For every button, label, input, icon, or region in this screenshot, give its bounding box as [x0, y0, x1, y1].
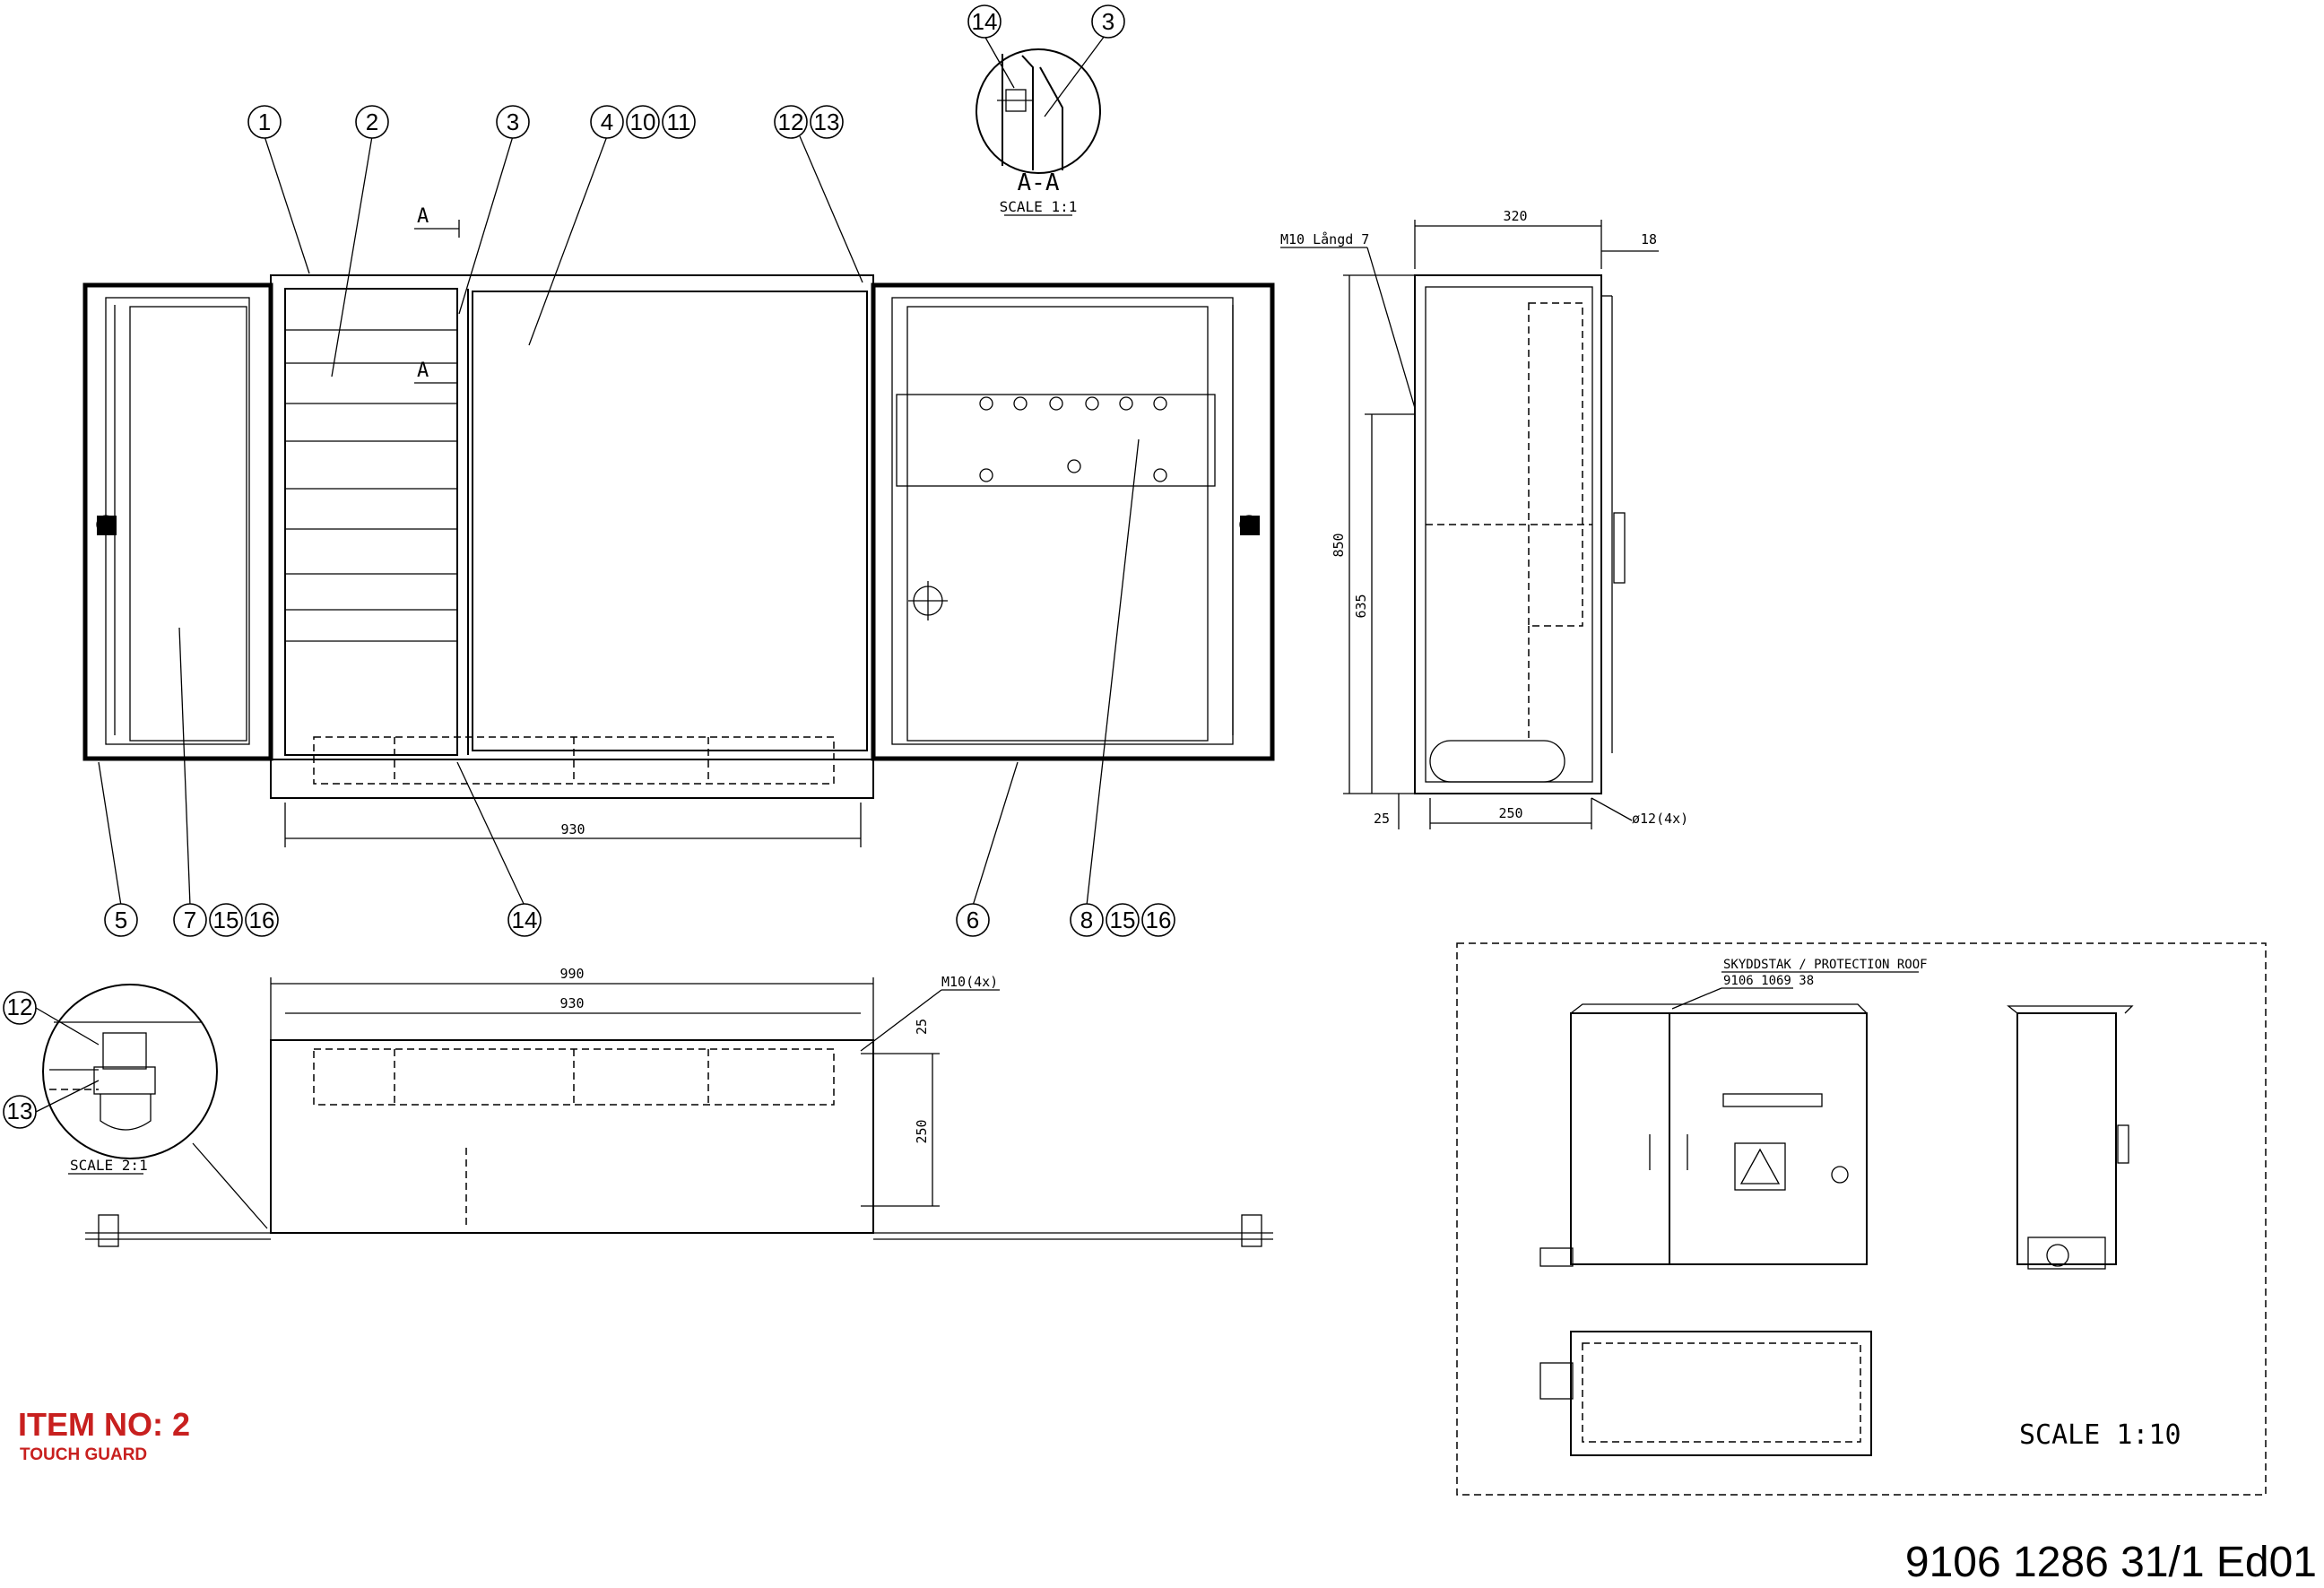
- svg-text:2: 2: [366, 108, 378, 135]
- top-outer-dim: 990: [559, 966, 584, 982]
- side-height-dim: 850: [1331, 533, 1347, 557]
- top-thread-note: M10(4x): [941, 974, 998, 990]
- side-mount-dim: 635: [1353, 594, 1369, 618]
- side-base-width-dim: 250: [1498, 805, 1522, 821]
- svg-text:5: 5: [115, 907, 127, 933]
- callout-bubble-4: 4: [590, 105, 624, 139]
- callout-bubble-16: 16: [245, 903, 279, 937]
- svg-text:1: 1: [258, 108, 271, 135]
- callout-bubble-12: 12: [774, 105, 808, 139]
- touch-guard-bars: [285, 329, 457, 642]
- svg-text:13: 13: [7, 1098, 33, 1124]
- overview-inset: SKYDDSTAK / PROTECTION ROOF 9106 1069 38…: [1456, 942, 2267, 1496]
- svg-text:A: A: [417, 360, 429, 382]
- front-width-dim: 930: [560, 821, 585, 837]
- callout-bubble-13: 13: [810, 105, 844, 139]
- detail-scale: SCALE 2:1: [70, 1157, 148, 1174]
- callout-bubble-3: 3: [1091, 4, 1125, 39]
- callout-bubble-6: 6: [956, 903, 990, 937]
- svg-text:11: 11: [667, 108, 691, 135]
- side-depth-dim: 320: [1503, 208, 1527, 224]
- side-view: 320 18 850 635 25 250 ø12(4x) M10 Långd …: [1280, 208, 1688, 829]
- svg-text:14: 14: [512, 907, 538, 933]
- svg-text:13: 13: [814, 108, 840, 135]
- callout-bubble-1: 1: [247, 105, 282, 139]
- side-thread-note: M10 Långd 7: [1280, 231, 1369, 247]
- callout-bubble-13: 13: [3, 1095, 37, 1129]
- svg-text:16: 16: [1146, 907, 1172, 933]
- section-scale: SCALE 1:1: [1000, 198, 1078, 215]
- svg-text:6: 6: [967, 907, 979, 933]
- callout-bubble-15: 15: [1106, 903, 1140, 937]
- svg-text:10: 10: [630, 108, 656, 135]
- top-edge-dim: 25: [914, 1019, 930, 1035]
- callout-bubble-14: 14: [967, 4, 1002, 39]
- svg-text:7: 7: [184, 907, 196, 933]
- section-label: A-A: [1018, 169, 1060, 196]
- callout-bubble-7: 7: [173, 903, 207, 937]
- svg-text:12: 12: [7, 994, 33, 1020]
- callout-bubble-5: 5: [104, 903, 138, 937]
- svg-text:14: 14: [972, 8, 998, 35]
- document-number: 9106 1286 31/1 Ed01: [1904, 1539, 2317, 1586]
- callout-bubble-15: 15: [209, 903, 243, 937]
- callout-bubble-16: 16: [1141, 903, 1175, 937]
- side-base-offset-dim: 25: [1374, 811, 1390, 827]
- callout-bubble-11: 11: [662, 105, 696, 139]
- top-inner-dim: 930: [559, 995, 584, 1011]
- svg-text:8: 8: [1080, 907, 1093, 933]
- svg-text:4: 4: [601, 108, 613, 135]
- svg-text:12: 12: [778, 108, 804, 135]
- top-depth-dim: 250: [914, 1119, 930, 1143]
- mounting-holes: [979, 396, 1167, 482]
- callout-bubble-12: 12: [3, 991, 37, 1025]
- callout-bubble-8: 8: [1070, 903, 1104, 937]
- callout-bubble-10: 10: [626, 105, 660, 139]
- side-offset-dim: 18: [1641, 231, 1657, 247]
- item-number-title: ITEM NO: 2: [18, 1406, 191, 1443]
- callout-bubble-3: 3: [496, 105, 530, 139]
- section-view-a-a: 14 3 A-A SCALE 1:1: [967, 4, 1125, 216]
- roof-part-number: 9106 1069 38: [1723, 974, 1814, 988]
- side-hole-dim: ø12(4x): [1632, 811, 1688, 827]
- detail-view: 12 13 SCALE 2:1: [3, 984, 268, 1229]
- callout-bubble-2: 2: [355, 105, 389, 139]
- inset-scale: SCALE 1:10: [2019, 1419, 2181, 1451]
- item-number-subtitle: TOUCH GUARD: [20, 1445, 148, 1464]
- top-view: 990 930 250 25 M10(4x): [85, 966, 1273, 1247]
- callout-bubble-14: 14: [507, 903, 542, 937]
- svg-text:3: 3: [507, 108, 519, 135]
- svg-text:15: 15: [1110, 907, 1136, 933]
- svg-text:16: 16: [249, 907, 275, 933]
- front-view: A A 930 1 2 3 4 10 11 12 13 5 7 15 16 14: [82, 105, 1275, 937]
- svg-text:A: A: [417, 205, 429, 228]
- svg-text:15: 15: [213, 907, 239, 933]
- svg-text:3: 3: [1102, 8, 1114, 35]
- roof-label: SKYDDSTAK / PROTECTION ROOF: [1723, 958, 1928, 972]
